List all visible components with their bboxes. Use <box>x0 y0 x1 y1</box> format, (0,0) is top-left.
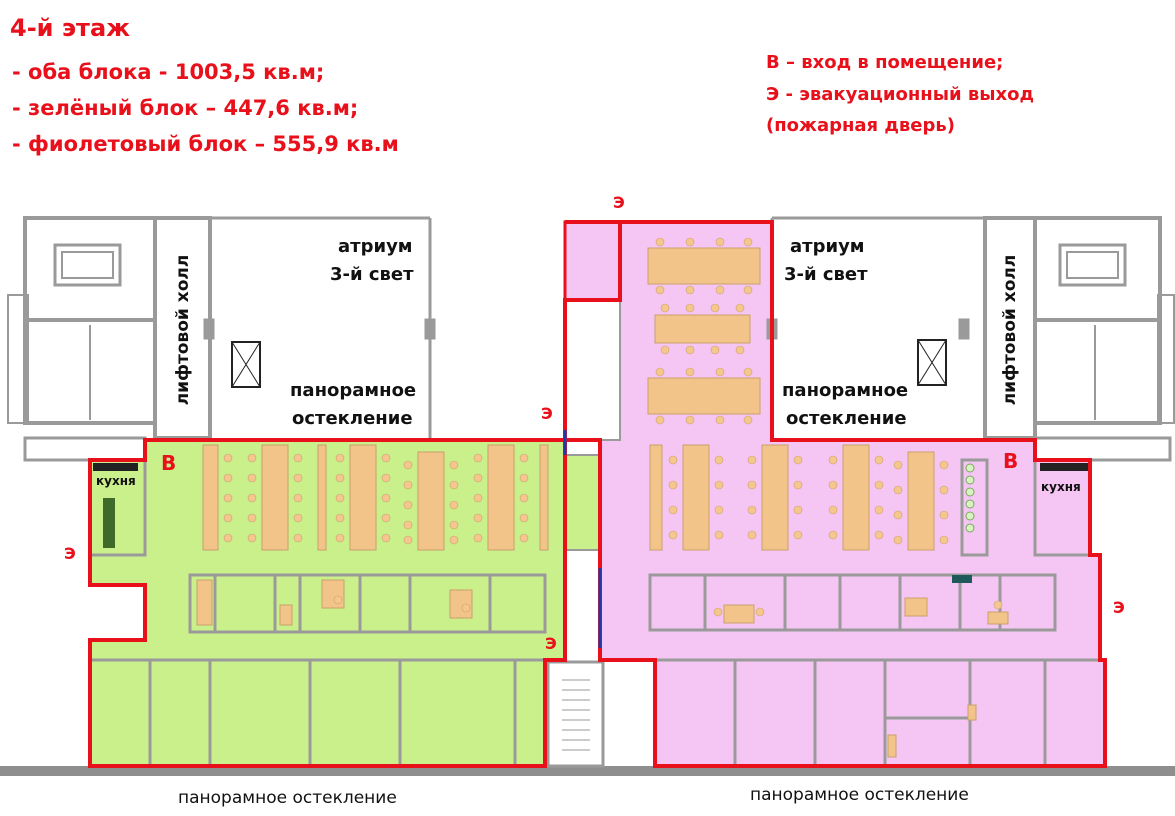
glazing-left-line2: остекление <box>292 408 413 429</box>
atrium-right-line1: атриум <box>790 236 865 257</box>
exit-marker-right: Э <box>1113 598 1125 617</box>
glazing-bottom-left: панорамное остекление <box>178 788 397 808</box>
kitchen-right: кухня <box>1041 480 1081 494</box>
green-block-boundary <box>88 438 567 768</box>
central-stair <box>546 660 605 768</box>
violet-chairs <box>655 237 1003 617</box>
exit-marker-top: Э <box>613 193 625 212</box>
green-rooms <box>88 458 547 766</box>
sofa <box>952 575 972 583</box>
left-atrium <box>203 216 436 440</box>
kitchen-left: кухня <box>96 474 136 488</box>
floor-title: 4-й этаж <box>10 14 131 42</box>
violet-block-boundary <box>563 220 1107 768</box>
green-chairs <box>223 453 529 613</box>
stair-steps <box>562 679 590 751</box>
kitchen-counter-left <box>93 463 138 471</box>
violet-block <box>565 222 1105 766</box>
atrium-left-line2: 3-й свет <box>330 264 414 285</box>
entry-marker-violet: В <box>1003 449 1019 473</box>
lift-hall-left: лифтовой холл <box>173 254 193 406</box>
right-core <box>1033 216 1175 425</box>
left-core <box>7 216 157 425</box>
corridor-left <box>23 436 147 462</box>
legend-exit-note: (пожарная дверь) <box>766 115 956 136</box>
kitchen-counter-right <box>1040 463 1088 471</box>
glazing-left-line1: панорамное <box>290 380 417 401</box>
lift-hall-right: лифтовой холл <box>1000 254 1020 406</box>
exit-marker-center: Э <box>541 404 553 423</box>
atrium-left-line1: атриум <box>338 236 413 257</box>
area-total: - оба блока - 1003,5 кв.м; <box>12 60 325 84</box>
round-tables-right <box>965 463 975 533</box>
legend-exit: Э - эвакуационный выход <box>766 84 1035 105</box>
glazing-bottom-right: панорамное остекление <box>750 785 969 805</box>
legend-entry: В – вход в помещение; <box>766 52 1004 73</box>
corridor-right <box>1028 436 1172 462</box>
violet-desks <box>647 247 1009 758</box>
green-desks <box>196 444 549 626</box>
entry-marker-green: В <box>161 451 177 475</box>
glazing-right-line1: панорамное <box>782 380 909 401</box>
area-violet: - фиолетовый блок – 555,9 кв.м <box>12 132 399 156</box>
exit-marker-left: Э <box>64 544 76 563</box>
glazing-right-line2: остекление <box>786 408 907 429</box>
ground-strip <box>0 766 1175 776</box>
atrium-right-line2: 3-й свет <box>784 264 868 285</box>
exit-marker-bottom: Э <box>545 634 557 653</box>
area-green: - зелёный блок – 447,6 кв.м; <box>12 96 359 120</box>
violet-side-room <box>564 299 621 441</box>
kitchen-table-left <box>103 498 115 548</box>
